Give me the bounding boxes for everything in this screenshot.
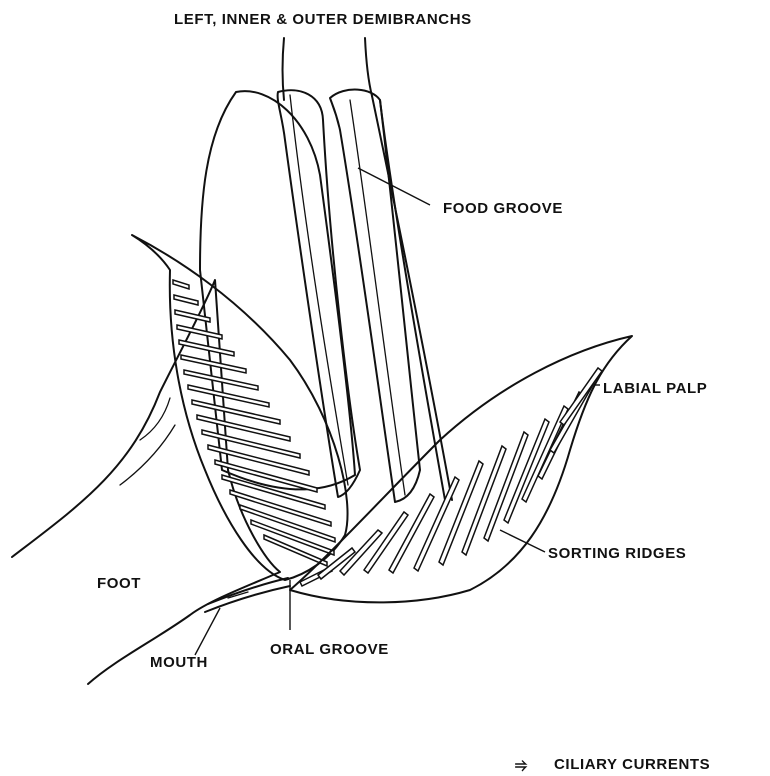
label-labial-palp: LABIAL PALP: [603, 380, 707, 397]
legend-symbol: ⥤: [515, 756, 528, 773]
inner-demibranch: [278, 90, 360, 497]
gill-outer-sheaths: [283, 38, 453, 500]
label-sorting-ridges: SORTING RIDGES: [548, 545, 686, 562]
mouth-opening: [205, 578, 290, 612]
label-food-groove: FOOD GROOVE: [443, 200, 563, 217]
label-demibranchs: LEFT, INNER & OUTER DEMIBRANCHS: [174, 11, 472, 28]
legend-text: CILIARY CURRENTS: [554, 756, 710, 773]
outer-demibranch: [330, 90, 420, 502]
label-oral-groove: ORAL GROOVE: [270, 641, 389, 658]
legend: ⥤ CILIARY CURRENTS: [515, 756, 710, 773]
leader-mouth: [195, 608, 220, 655]
label-foot: FOOT: [97, 575, 141, 592]
label-mouth: MOUTH: [150, 654, 208, 671]
left-demibranch-outer-body: [200, 91, 355, 489]
